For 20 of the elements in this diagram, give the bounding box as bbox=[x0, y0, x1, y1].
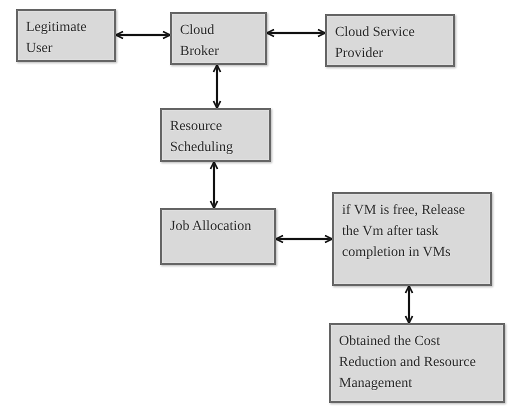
double-arrow bbox=[275, 234, 333, 244]
process-box bbox=[160, 208, 276, 265]
double-arrow bbox=[404, 285, 414, 324]
double-arrow bbox=[266, 28, 326, 38]
box-text: Obtained the Cost Reduction and Resource Management bbox=[339, 333, 477, 393]
box-text: if VM is free, Release the Vm after task completion in VMs bbox=[342, 202, 466, 262]
process-box bbox=[160, 108, 271, 162]
process-box bbox=[329, 323, 505, 403]
double-arrow bbox=[212, 64, 222, 109]
double-arrow bbox=[115, 30, 171, 40]
box-text: Job Allocation bbox=[170, 218, 252, 236]
double-arrow bbox=[210, 161, 218, 209]
process-box bbox=[16, 9, 116, 62]
box-text: Cloud Broker bbox=[180, 22, 220, 61]
process-box bbox=[325, 14, 455, 67]
process-box bbox=[332, 192, 492, 286]
box-text: Legitimate User bbox=[26, 19, 88, 58]
process-box bbox=[170, 12, 267, 65]
box-text: Resource Scheduling bbox=[170, 118, 234, 157]
box-text: Cloud Service Provider bbox=[335, 24, 416, 63]
